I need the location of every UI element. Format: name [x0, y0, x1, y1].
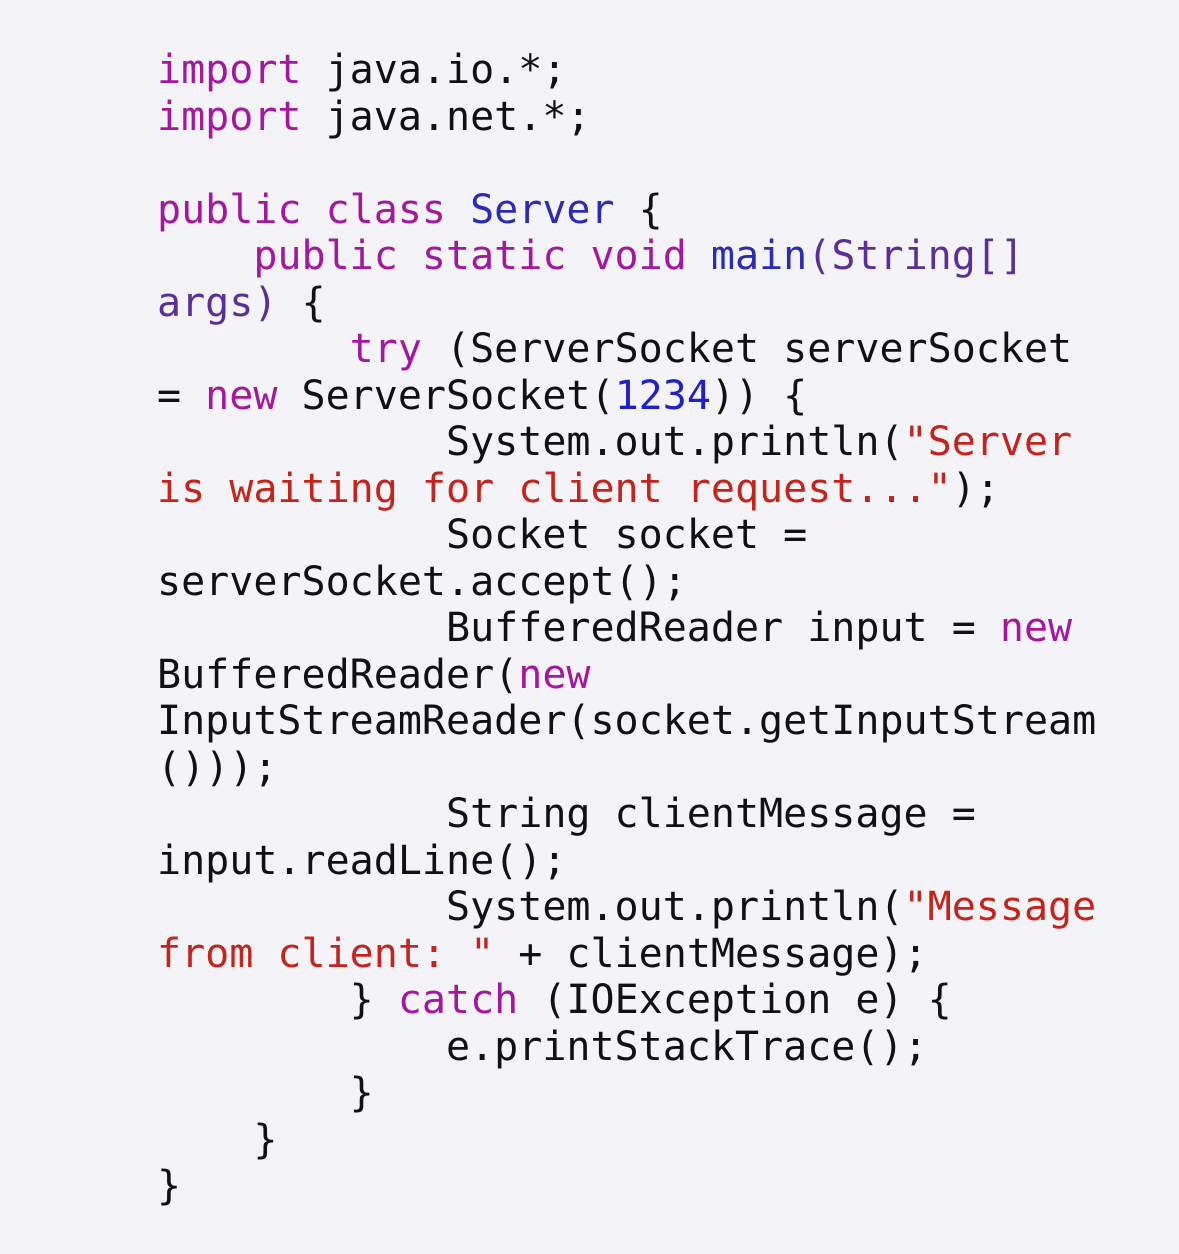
code-line: e.printStackTrace(); [157, 1024, 1157, 1071]
code-line: public class Server { [157, 187, 1157, 234]
code-token-plain: BufferedReader( [157, 651, 519, 698]
code-token-keyword: catch [397, 977, 519, 1023]
code-line: } [157, 1070, 1157, 1117]
code-line: System.out.println("Server [157, 419, 1157, 466]
code-token-keyword: public class [157, 186, 446, 233]
code-token-plain: e.printStackTrace(); [157, 1023, 928, 1070]
code-token-plain: BufferedReader input = [157, 605, 1000, 651]
code-line: try (ServerSocket serverSocket [157, 326, 1157, 373]
code-token-plain: String clientMessage = [157, 791, 976, 837]
code-line: System.out.println("Message [157, 884, 1157, 931]
code-token-plain: System.out.println( [157, 884, 904, 930]
code-line: = new ServerSocket(1234)) { [157, 373, 1157, 420]
code-token-plain: System.out.println( [157, 419, 904, 465]
code-line: args) { [157, 280, 1157, 327]
code-token-plain: + clientMessage); [494, 930, 928, 977]
code-token-keyword: import [157, 93, 302, 140]
code-line: } catch (IOException e) { [157, 977, 1157, 1024]
code-token-plain: input.readLine(); [157, 837, 567, 884]
code-token-string: from client: " [157, 930, 495, 977]
code-line: String clientMessage = [157, 791, 1157, 838]
code-token-keyword: public static void [253, 233, 687, 279]
code-token-number: 1234 [614, 372, 711, 419]
code-token-plain: } [157, 977, 398, 1023]
code-token-plain: InputStreamReader(socket.getInputStream [157, 698, 1097, 744]
code-token-plain: } [157, 1163, 182, 1209]
code-token-plain: )) { [710, 372, 808, 419]
code-token-plain: (ServerSocket serverSocket [421, 326, 1073, 372]
code-line: BufferedReader input = new [157, 605, 1157, 652]
code-view: import java.io.*;import java.net.*; publi… [157, 47, 1157, 1210]
code-token-string: is waiting for client request..." [157, 465, 952, 512]
code-token-param: (String[] [807, 233, 1024, 279]
code-token-plain [157, 326, 350, 372]
code-line: InputStreamReader(socket.getInputStream [157, 698, 1157, 745]
code-token-plain: = [157, 372, 206, 419]
code-token-keyword: new [999, 605, 1073, 651]
code-token-plain: java.io.*; [301, 47, 567, 93]
code-token-plain: java.net.*; [301, 93, 591, 140]
code-token-plain [687, 233, 711, 279]
code-token-plain: ())); [157, 744, 278, 791]
code-line: public static void main(String[] [157, 233, 1157, 280]
code-token-param: args) [157, 279, 278, 326]
code-token-keyword: try [349, 326, 422, 372]
code-line: is waiting for client request..."); [157, 466, 1157, 513]
code-line: import java.io.*; [157, 47, 1157, 94]
code-line: ())); [157, 745, 1157, 792]
code-token-keyword: new [205, 372, 278, 419]
code-token-plain: (IOException e) { [518, 977, 952, 1023]
code-token-plain: ); [951, 465, 1000, 512]
code-token-plain [157, 233, 253, 279]
code-token-keyword: import [157, 47, 302, 93]
code-token-type: Server [470, 186, 615, 233]
code-line: input.readLine(); [157, 838, 1157, 885]
code-token-plain: { [614, 186, 663, 233]
code-line: from client: " + clientMessage); [157, 931, 1157, 978]
code-token-plain: ServerSocket( [277, 372, 615, 419]
code-line: } [157, 1163, 1157, 1210]
code-token-plain [446, 187, 470, 233]
code-line: import java.net.*; [157, 94, 1157, 141]
code-token-plain: } [157, 1070, 374, 1116]
code-token-string: "Message [903, 884, 1097, 930]
code-token-plain: serverSocket.accept(); [157, 558, 687, 605]
code-token-keyword: new [518, 651, 591, 698]
code-line: Socket socket = [157, 512, 1157, 559]
code-token-type: main [710, 233, 808, 279]
code-line: serverSocket.accept(); [157, 559, 1157, 606]
code-token-plain: Socket socket = [157, 512, 808, 558]
code-token-string: "Server [903, 419, 1073, 465]
code-token-plain: } [157, 1116, 278, 1163]
code-token-plain: { [277, 279, 326, 326]
code-line: } [157, 1117, 1157, 1164]
code-line: BufferedReader(new [157, 652, 1157, 699]
code-line [157, 140, 1157, 187]
